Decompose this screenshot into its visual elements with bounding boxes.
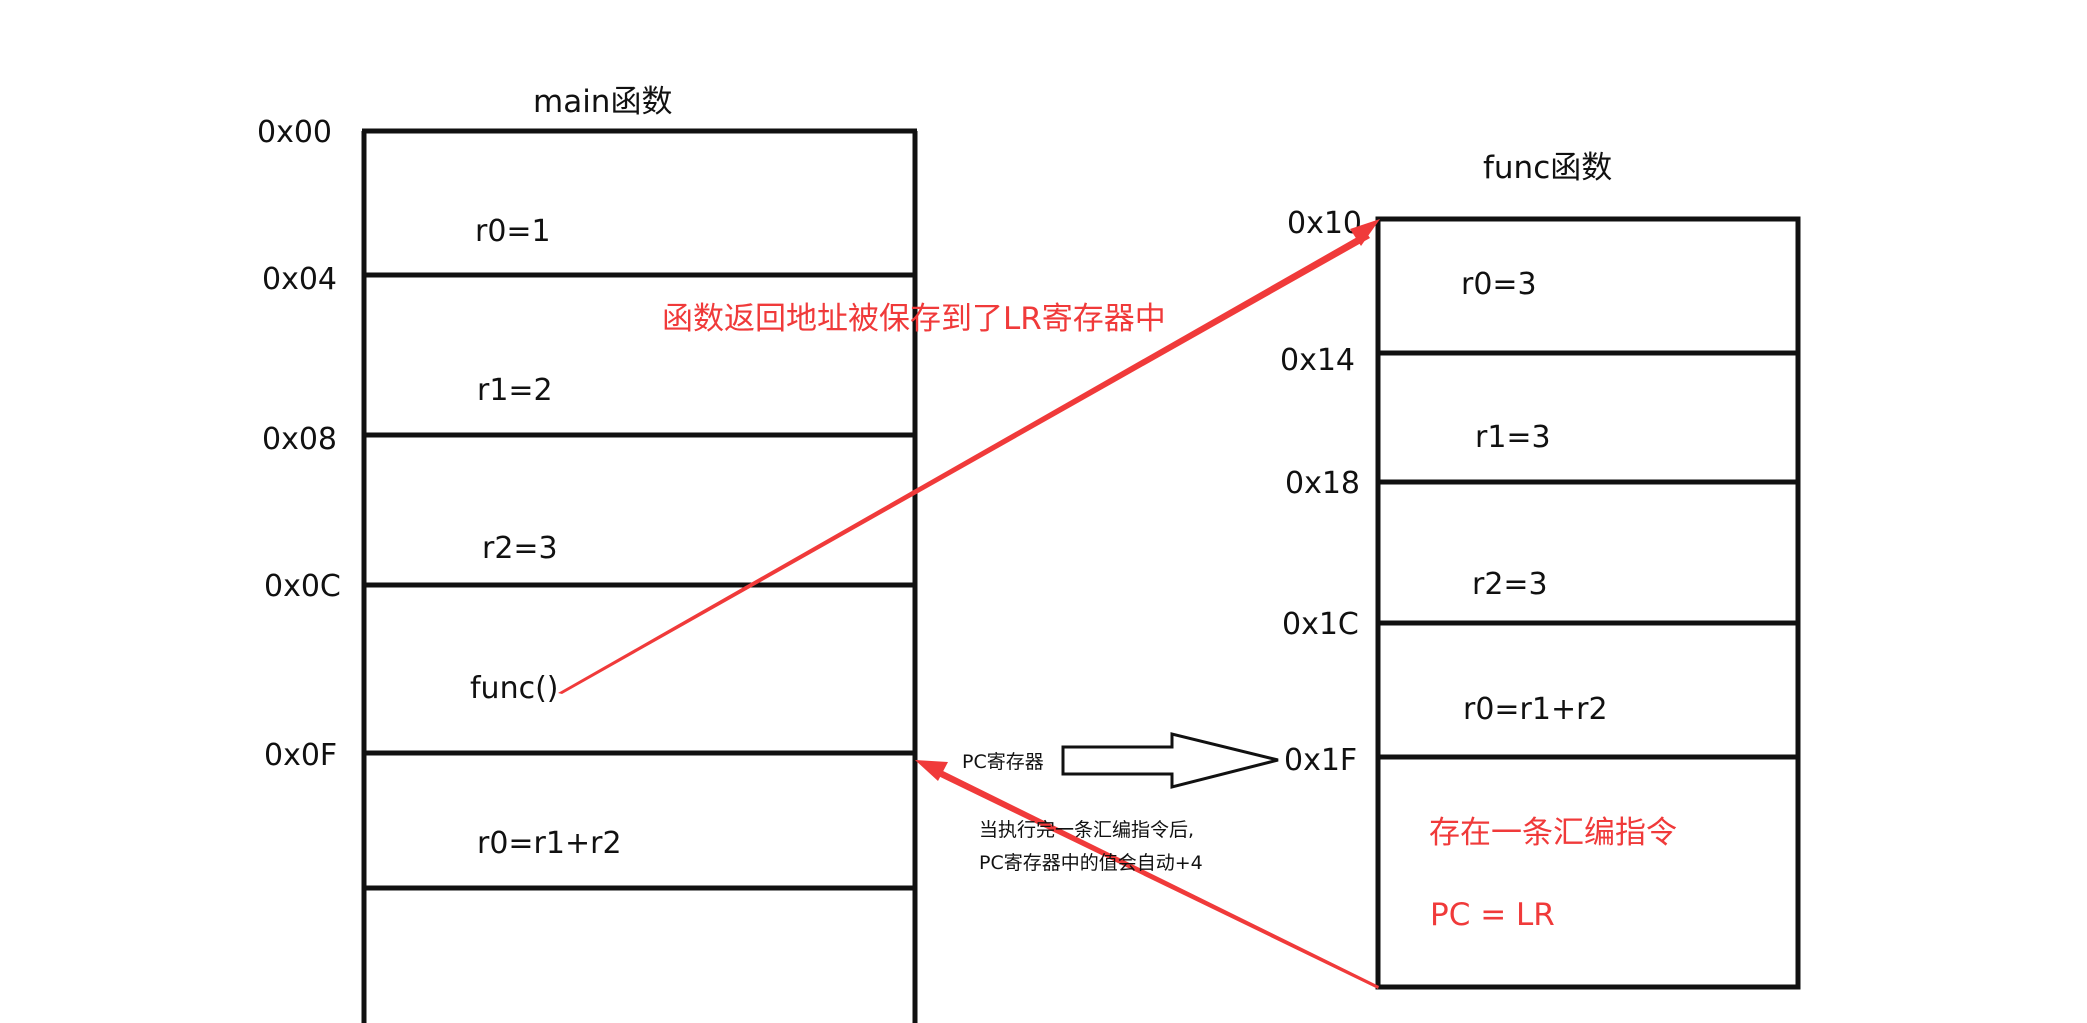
main-address: 0x0C (264, 569, 341, 604)
main-cell: r2=3 (482, 531, 558, 566)
main-cell: func() (470, 671, 559, 706)
func-address: 0x14 (1280, 343, 1355, 378)
func-cell: r1=3 (1475, 420, 1551, 455)
func-cell: r2=3 (1472, 567, 1548, 602)
call-arrow-head (1350, 219, 1380, 246)
return-arrow-shaft (932, 767, 1379, 989)
func-address: 0x1F (1284, 743, 1357, 778)
main-cell: r0=1 (475, 214, 551, 249)
func-pc-lr-note: PC = LR (1430, 897, 1555, 933)
pc-register-arrow (1061, 732, 1279, 789)
pc-register-label: PC寄存器 (962, 751, 1044, 773)
main-address: 0x00 (257, 115, 332, 150)
main-cell: r0=r1+r2 (477, 826, 622, 861)
call-arrow (558, 219, 1380, 694)
main-address: 0x0F (264, 738, 337, 773)
pc-note-line-2: PC寄存器中的值会自动+4 (979, 852, 1203, 874)
func-cell: r0=r1+r2 (1463, 692, 1608, 727)
func-title: func函数 (1483, 150, 1612, 186)
func-frame (1375, 216, 1801, 990)
func-stack: func函数 0x10 0x14 0x18 0x1C 0x1F r0=3 r1=… (1280, 150, 1801, 990)
pc-note-line-1: 当执行完一条汇编指令后, (979, 819, 1194, 841)
main-address: 0x08 (262, 422, 337, 457)
main-title: main函数 (533, 84, 672, 120)
call-arrow-shaft (558, 232, 1370, 694)
func-asm-note: 存在一条汇编指令 (1429, 815, 1677, 851)
main-address: 0x04 (262, 262, 337, 297)
main-stack: main函数 0x00 0x04 0x08 0x0C 0x0F r0=1 r1=… (257, 84, 918, 1023)
pc-arrow-shape (1061, 732, 1279, 789)
func-cell: r0=3 (1461, 267, 1537, 302)
func-address: 0x18 (1285, 466, 1360, 501)
return-arrow (915, 760, 1379, 989)
return-arrow-head (915, 760, 948, 781)
func-address: 0x10 (1287, 206, 1362, 241)
func-address: 0x1C (1282, 607, 1359, 642)
main-cell: r1=2 (477, 373, 553, 408)
lr-note: 函数返回地址被保存到了LR寄存器中 (662, 301, 1166, 337)
